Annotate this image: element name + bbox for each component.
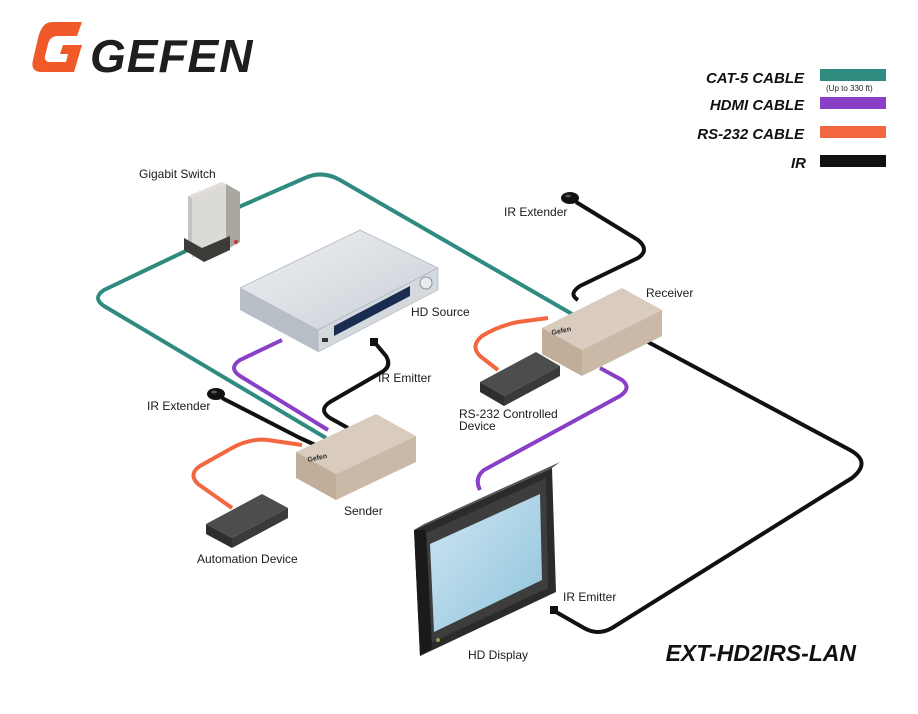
hd-display-label: HD Display: [468, 648, 528, 662]
legend-swatch-cat5: [820, 69, 886, 81]
hd-source: HD Source: [238, 229, 470, 353]
sender-label: Sender: [344, 504, 383, 518]
legend-label-hdmi: HDMI CABLE: [710, 97, 805, 114]
rs232-device-label-line2: Device: [459, 419, 496, 433]
ir-cable-receiver-display-emitter: [555, 340, 864, 634]
legend-swatch-rs232: [820, 126, 886, 138]
gefen-logo: GEFEN: [32, 22, 253, 82]
rs232-device-label-line1: RS-232 Controlled: [459, 407, 558, 421]
rs232-cable-sender-automation: [191, 437, 303, 510]
legend-label-rs232: RS-232 CABLE: [697, 126, 805, 143]
ir-emitter-display-label: IR Emitter: [563, 590, 616, 604]
cat5-cable-switch-sender: [96, 246, 328, 440]
rs232-controlled-device: RS-232 Controlled Device: [459, 352, 560, 433]
cat5-cable-switch-receiver: [231, 172, 574, 316]
ir-cable-emitter-sender: [322, 342, 391, 430]
automation-device: Automation Device: [197, 494, 298, 566]
rs232-cable-receiver-device: [473, 316, 549, 372]
legend-note-cat5: (Up to 330 ft): [826, 84, 873, 93]
hdmi-cable-receiver-display: [475, 366, 629, 491]
sender: Gefen Sender: [296, 414, 416, 518]
automation-device-label: Automation Device: [197, 552, 298, 566]
legend-swatch-hdmi: [820, 97, 886, 109]
ir-emitter-source: IR Emitter: [370, 338, 431, 385]
gefen-logo-text: GEFEN: [90, 30, 253, 82]
legend-label-cat5: CAT-5 CABLE: [706, 70, 805, 87]
ir-cable-extender-receiver: [571, 200, 646, 302]
gigabit-switch: Gigabit Switch: [139, 167, 240, 262]
hd-source-label: HD Source: [411, 305, 470, 319]
gefen-logo-mark: [32, 22, 82, 72]
hd-display: HD Display: [414, 462, 560, 662]
receiver-label: Receiver: [646, 286, 693, 300]
hdmi-cable-source-sender: [232, 338, 330, 432]
sender-brand: Gefen: [307, 453, 328, 464]
ir-extender-right-label: IR Extender: [504, 205, 567, 219]
receiver-brand: Gefen: [551, 326, 572, 337]
model-number: EXT-HD2IRS-LAN: [666, 640, 857, 666]
receiver: Gefen Receiver: [542, 286, 693, 376]
gigabit-switch-label: Gigabit Switch: [139, 167, 216, 181]
legend: CAT-5 CABLE (Up to 330 ft) HDMI CABLE RS…: [697, 69, 886, 172]
ir-extender-left: IR Extender: [147, 388, 225, 413]
ir-emitter-source-label: IR Emitter: [378, 371, 431, 385]
ir-emitter-display: IR Emitter: [550, 590, 616, 614]
ir-extender-right: IR Extender: [504, 192, 579, 219]
ir-extender-left-label: IR Extender: [147, 399, 210, 413]
legend-swatch-ir: [820, 155, 886, 167]
legend-label-ir: IR: [791, 155, 806, 172]
